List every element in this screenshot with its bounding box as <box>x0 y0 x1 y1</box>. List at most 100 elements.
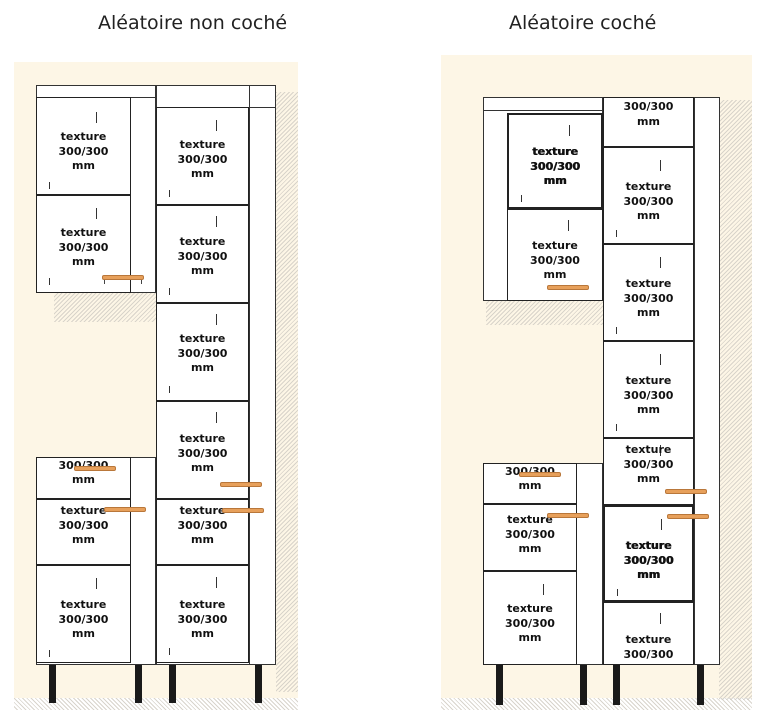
cabinet-shadow <box>719 100 752 700</box>
door-hinge-mark <box>49 278 50 285</box>
cabinet-leg <box>49 665 56 703</box>
door-hinge-mark <box>660 354 661 365</box>
door-handle <box>222 508 264 513</box>
caption-random-checked: Aléatoire coché <box>509 12 657 34</box>
cabinet-shadow <box>276 92 298 692</box>
door-hinge-mark <box>216 412 217 423</box>
door-hinge-mark <box>616 327 617 334</box>
side-panel-edge <box>249 85 250 665</box>
cabinet-top-edge <box>483 110 603 111</box>
door-hinge-mark <box>616 424 617 431</box>
caption-random-unchecked: Aléatoire non coché <box>98 12 288 34</box>
door-handle <box>547 285 589 290</box>
door-hinge-mark <box>568 220 569 231</box>
cabinet-leg <box>135 665 142 703</box>
door-hinge-mark <box>96 208 97 219</box>
drawer-handle <box>74 466 116 471</box>
door-hinge-mark <box>96 112 97 123</box>
door-hinge-mark <box>216 577 217 588</box>
door-hinge-mark <box>660 613 661 624</box>
side-panel-edge <box>694 97 695 665</box>
door-hinge-mark <box>49 650 50 657</box>
drawer-handle <box>104 507 146 512</box>
door-hinge-mark <box>49 182 50 189</box>
cabinet-leg <box>496 665 503 705</box>
door-handle <box>102 275 144 280</box>
door-hinge-mark <box>543 584 544 595</box>
floor <box>441 698 752 710</box>
door-hinge-mark <box>661 519 662 530</box>
floor <box>14 698 298 710</box>
door-handle <box>665 489 707 494</box>
handle-mount <box>141 280 142 284</box>
door-hinge-mark <box>521 195 522 202</box>
door-hinge-mark <box>169 386 170 393</box>
door-hinge-mark <box>216 216 217 227</box>
cabinet-leg <box>613 665 620 705</box>
cabinet-leg <box>580 665 587 705</box>
door-hinge-mark <box>617 589 618 596</box>
door-hinge-mark <box>169 648 170 655</box>
door-handle <box>667 514 709 519</box>
door-hinge-mark <box>96 578 97 589</box>
door-hinge-mark <box>216 314 217 325</box>
drawer-handle <box>547 513 589 518</box>
cabinet-leg <box>697 665 704 705</box>
cabinet-leg <box>255 665 262 703</box>
door-hinge-mark <box>616 230 617 237</box>
cabinet-shadow <box>54 292 172 322</box>
door-hinge-mark <box>660 160 661 171</box>
door-hinge-mark <box>169 190 170 197</box>
door-hinge-mark <box>569 125 570 136</box>
cabinet-leg <box>169 665 176 703</box>
drawer-handle <box>519 472 561 477</box>
door-hinge-mark <box>169 288 170 295</box>
door-hinge-mark <box>216 120 217 131</box>
door-hinge-mark <box>660 445 661 456</box>
door-hinge-mark <box>660 257 661 268</box>
